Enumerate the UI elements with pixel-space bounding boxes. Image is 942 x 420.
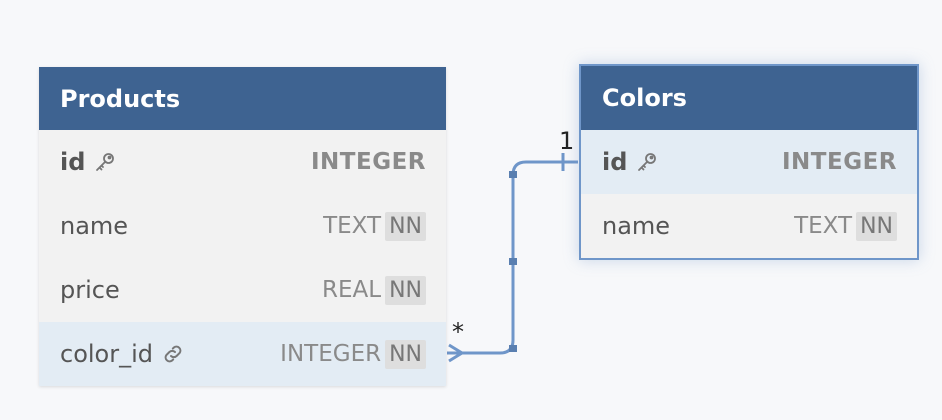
column-name: name xyxy=(60,212,129,240)
column-name: id xyxy=(60,148,86,176)
link-icon xyxy=(161,342,185,366)
not-null-badge: NN xyxy=(385,211,426,241)
cardinality-one-label: 1 xyxy=(559,127,575,155)
column-name: color_id xyxy=(60,340,153,368)
table-row[interactable]: price REAL NN xyxy=(39,258,446,322)
not-null-badge: NN xyxy=(385,275,426,305)
table-title: Products xyxy=(60,84,181,113)
table-row[interactable]: name TEXT NN xyxy=(581,194,917,258)
column-type: TEXT xyxy=(794,213,853,239)
table-row[interactable]: id INTEGER xyxy=(39,130,446,194)
table-products[interactable]: Products id INTEGER name TEXT NN xyxy=(39,67,446,386)
crowfoot-many-marker xyxy=(448,343,465,363)
column-name: name xyxy=(602,212,671,240)
line-handle xyxy=(509,345,517,352)
key-icon xyxy=(635,150,659,174)
key-icon xyxy=(93,150,117,174)
column-type: INTEGER xyxy=(280,341,382,367)
table-colors[interactable]: Colors id INTEGER name TEXT NN xyxy=(579,64,919,260)
not-null-badge: NN xyxy=(385,339,426,369)
column-name: id xyxy=(602,148,628,176)
table-row[interactable]: color_id INTEGER NN xyxy=(39,322,446,386)
column-type: TEXT xyxy=(323,213,382,239)
line-handle xyxy=(509,258,517,265)
table-row[interactable]: name TEXT NN xyxy=(39,194,446,258)
column-type: INTEGER xyxy=(310,149,426,175)
table-row[interactable]: id INTEGER xyxy=(581,130,917,194)
cardinality-many-label: * xyxy=(452,318,464,346)
table-header[interactable]: Colors xyxy=(581,66,917,130)
column-type: REAL xyxy=(322,277,382,303)
line-handle xyxy=(509,171,517,178)
not-null-badge: NN xyxy=(856,211,897,241)
table-title: Colors xyxy=(602,84,687,112)
column-type: INTEGER xyxy=(781,149,897,175)
column-name: price xyxy=(60,276,120,304)
table-header[interactable]: Products xyxy=(39,67,446,130)
